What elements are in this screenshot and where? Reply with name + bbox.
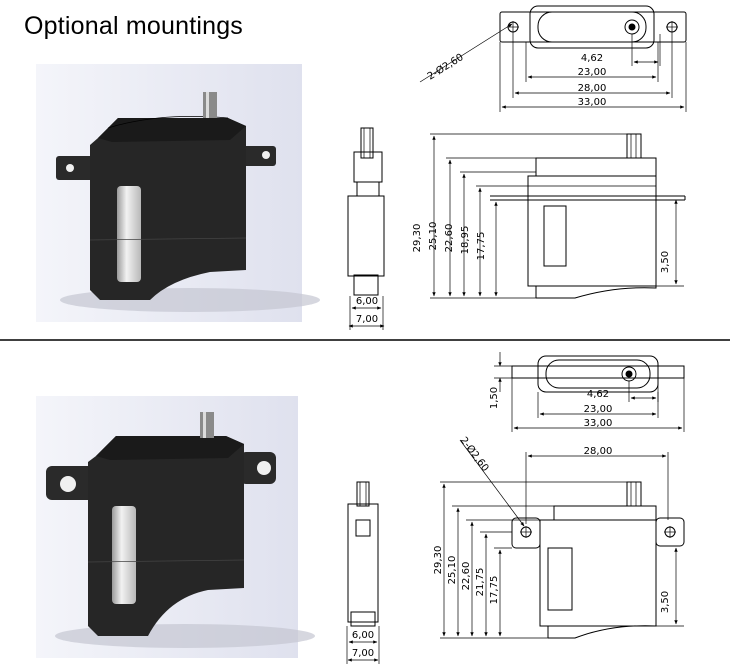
front-width-7: 7,00 xyxy=(356,314,378,325)
bottom-front-width-7: 7,00 xyxy=(352,648,374,659)
bottom-front-view: 6,00 7,00 xyxy=(346,481,380,664)
bottom-ear-offset: 3,50 xyxy=(660,591,671,613)
bottom-height-25-10: 25,10 xyxy=(447,556,458,585)
bottom-side-view: 28,00 2-Ø2,60 29,30 xyxy=(433,435,685,639)
bottom-servo-render xyxy=(36,396,315,658)
top-ear-offset: 3,50 xyxy=(660,251,671,273)
top-height-29-30: 29,30 xyxy=(412,224,423,253)
top-height-17-75: 17,75 xyxy=(476,232,487,261)
bottom-height-21-75: 21,75 xyxy=(475,568,486,597)
top-height-18-95: 18,95 xyxy=(460,226,471,255)
top-side-view: 29,30 25,10 22,60 18,95 17,75 3,50 xyxy=(412,133,686,299)
bottom-width-4-62: 4,62 xyxy=(587,389,609,400)
front-width-6: 6,00 xyxy=(356,296,378,307)
bottom-height-17-75: 17,75 xyxy=(489,576,500,605)
bottom-height-29-30: 29,30 xyxy=(433,546,444,575)
bottom-height-22-60: 22,60 xyxy=(461,562,472,591)
bottom-front-width-6: 6,00 xyxy=(352,630,374,641)
bottom-hole-spacing: 28,00 xyxy=(584,446,613,457)
top-width-23: 23,00 xyxy=(578,67,607,78)
bottom-width-33: 33,00 xyxy=(584,418,613,429)
top-servo-render xyxy=(36,64,320,322)
bottom-ear-thickness: 1,50 xyxy=(489,387,500,409)
bottom-width-23: 23,00 xyxy=(584,404,613,415)
top-height-22-60: 22,60 xyxy=(444,224,455,253)
top-plan-view: 4,62 23,00 28,00 33,00 2-Ø2,60 xyxy=(419,5,687,112)
top-width-33: 33,00 xyxy=(578,97,607,108)
bottom-plan-view: 1,50 4,62 23,00 33,00 xyxy=(489,352,685,432)
top-width-4-62: 4,62 xyxy=(581,53,603,64)
page-title: Optional mountings xyxy=(24,12,244,40)
top-front-view: 6,00 7,00 xyxy=(347,127,385,330)
bottom-hole-callout: 2-Ø2,60 xyxy=(458,435,492,474)
top-width-28: 28,00 xyxy=(578,83,607,94)
top-height-25-10: 25,10 xyxy=(428,222,439,251)
top-hole-callout: 2-Ø2,60 xyxy=(425,51,465,82)
